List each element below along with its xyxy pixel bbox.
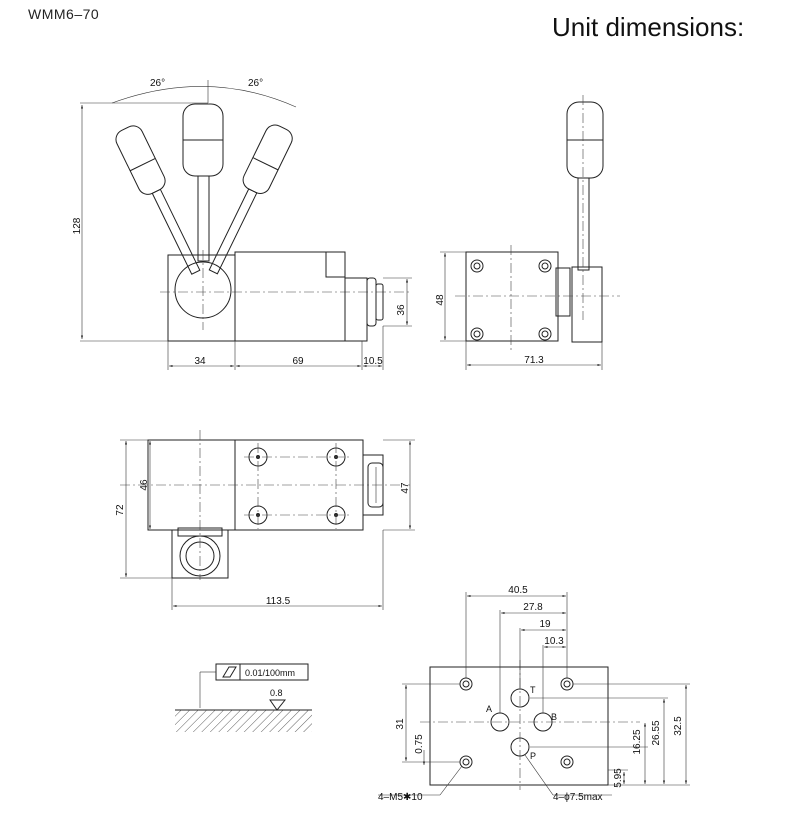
- roughness-symbol: [269, 699, 287, 711]
- dim-body-height: 36: [396, 304, 407, 316]
- roughness-value: 0.8: [270, 688, 283, 698]
- angle-arc: [111, 86, 297, 108]
- dim-16-25: 16.25: [632, 729, 643, 754]
- dim-top-72: 72: [115, 504, 126, 516]
- dim-top-46: 46: [139, 479, 150, 491]
- ground-hatch: [175, 710, 312, 732]
- mounting-pattern: T A B P 40.5 27.8 19 10.3 31 0.75: [378, 585, 690, 803]
- dim-top-47: 47: [400, 482, 411, 494]
- port-A-label: A: [486, 704, 492, 714]
- top-view: 72 46 47 113.5: [115, 430, 415, 610]
- angle-left-label: 26°: [150, 78, 165, 89]
- dim-width-69: 69: [292, 356, 304, 367]
- dim-width-34: 34: [194, 356, 206, 367]
- dim-height-128: 128: [72, 217, 83, 234]
- flatness-value: 0.01/100mm: [245, 668, 295, 678]
- dim-side-height: 48: [435, 294, 446, 306]
- side-body: [465, 251, 559, 342]
- dim-5-95: 5.95: [613, 768, 624, 788]
- dim-side-width: 71.3: [524, 355, 544, 366]
- dim-0-75: 0.75: [414, 734, 425, 754]
- page-title: Unit dimensions:: [552, 12, 745, 42]
- front-view: 26° 26° 128: [72, 78, 412, 370]
- valve-body: [234, 251, 346, 342]
- lever-housing: [167, 254, 236, 342]
- thread-callout: 4–M5✱10: [378, 792, 423, 803]
- dim-19: 19: [539, 619, 551, 630]
- lever-right: [208, 124, 293, 275]
- port-B-label: B: [551, 712, 557, 722]
- port-T-label: T: [530, 685, 536, 695]
- dim-40-5: 40.5: [508, 585, 528, 596]
- hole-callout: 4–ϕ7.5max: [553, 792, 603, 803]
- lever-center: [182, 103, 224, 262]
- port-P-label: P: [530, 751, 536, 761]
- dim-top-length: 113.5: [266, 596, 291, 607]
- dim-26-55: 26.55: [651, 720, 662, 745]
- dim-10-3: 10.3: [544, 636, 564, 647]
- angle-right-label: 26°: [248, 78, 263, 89]
- dim-27-8: 27.8: [523, 602, 543, 613]
- dim-width-10-5: 10.5: [363, 356, 383, 367]
- dim-32-5: 32.5: [673, 716, 684, 736]
- flatness-icon: [222, 666, 237, 678]
- surface-finish: 0.01/100mm 0.8: [175, 663, 312, 732]
- model-number: WMM6–70: [28, 6, 100, 22]
- mounting-plate: [429, 666, 609, 786]
- side-view: 48 71.3: [435, 95, 620, 370]
- lever-left: [115, 125, 201, 275]
- dim-31: 31: [395, 718, 406, 730]
